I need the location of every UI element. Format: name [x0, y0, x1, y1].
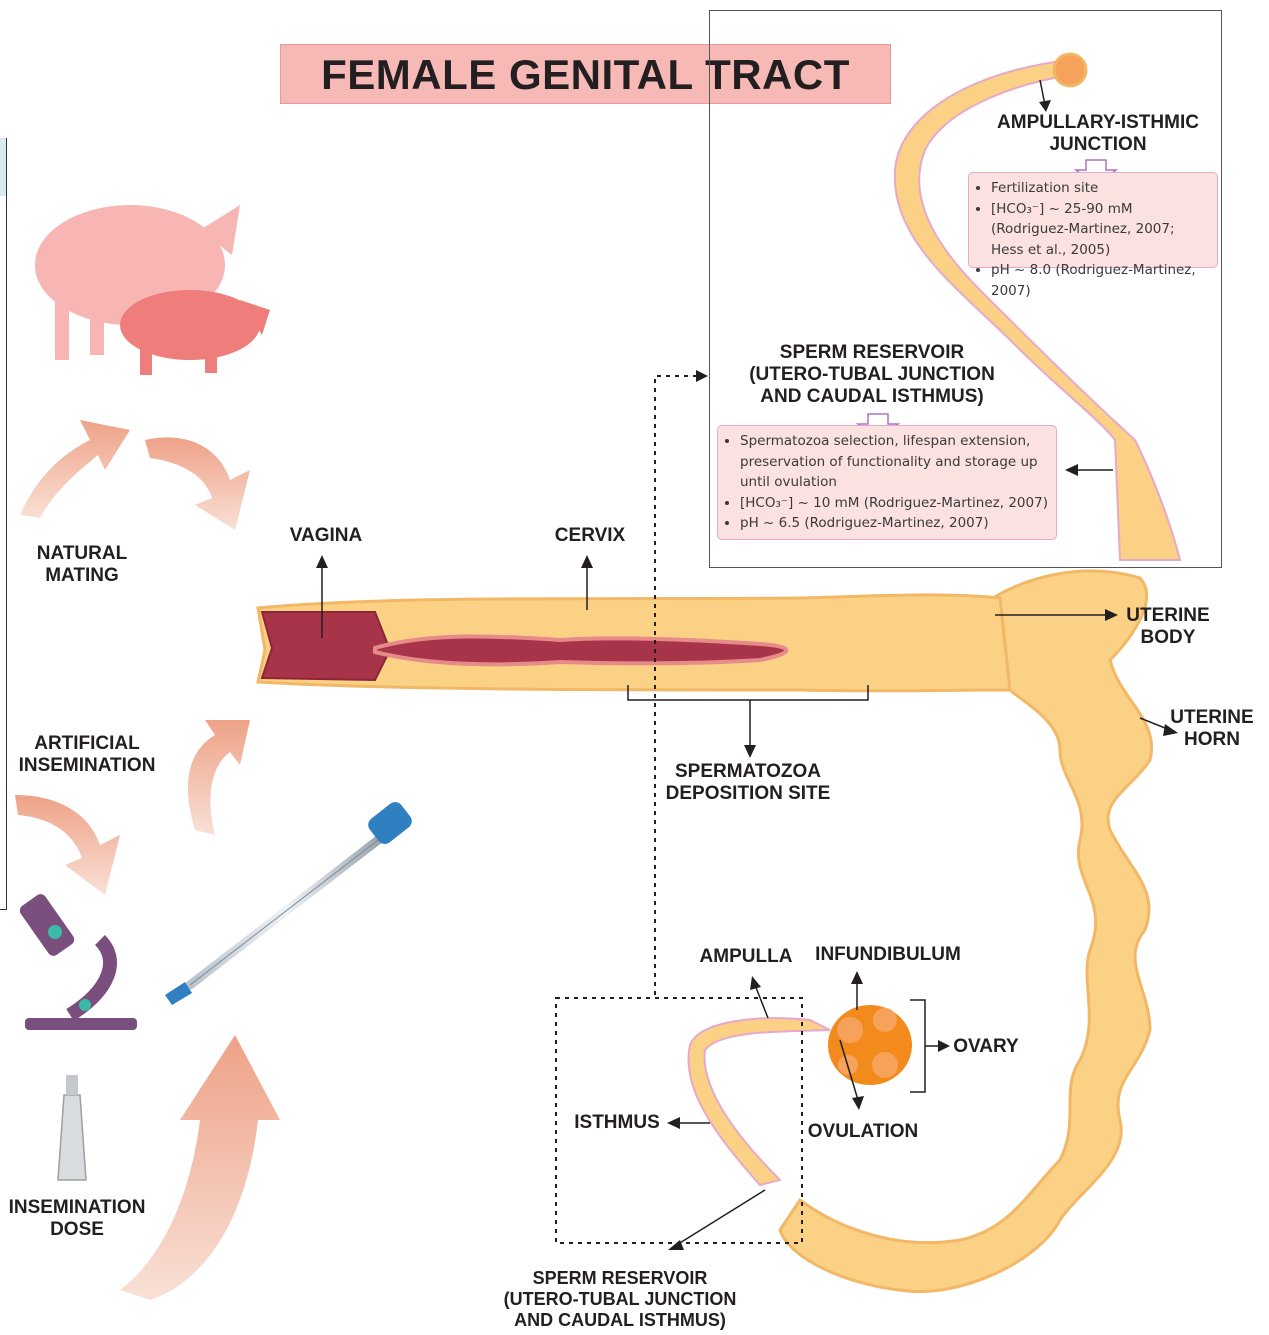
ovary-shape [828, 1005, 912, 1085]
infundibulum-label: INFUNDIBULUM [808, 944, 968, 966]
deposition-line2: DEPOSITION SITE [658, 783, 838, 805]
deposition-site-label: SPERMATOZOA DEPOSITION SITE [658, 761, 838, 805]
aij-info-box: Fertilization site [HCO₃⁻] ~ 25-90 mM (R… [968, 172, 1218, 268]
natural-mating-line2: MATING [22, 565, 142, 587]
microscope-illustration [18, 892, 137, 1030]
uterine-body-line2: BODY [1118, 627, 1218, 649]
bottom-reservoir-line1: SPERM RESERVOIR [480, 1268, 760, 1289]
aij-bullet: [HCO₃⁻] ~ 25-90 mM (Rodriguez-Martinez, … [991, 199, 1209, 261]
reservoir-title-line2: (UTERO-TUBAL JUNCTION [722, 364, 1022, 386]
ai-line1: ARTIFICIAL [12, 733, 162, 755]
natural-mating-label: NATURAL MATING [22, 543, 142, 587]
left-panel-border [0, 138, 7, 910]
ovary-label: OVARY [950, 1036, 1022, 1058]
dose-line2: DOSE [2, 1219, 152, 1241]
mating-pigs-illustration [35, 205, 270, 375]
reservoir-title-line3: AND CAUDAL ISTHMUS) [722, 386, 1022, 408]
ai-line2: INSEMINATION [12, 755, 162, 777]
bottom-reservoir-label: SPERM RESERVOIR (UTERO-TUBAL JUNCTION AN… [480, 1268, 760, 1331]
lower-oviduct-shape [688, 1018, 830, 1185]
inset-reservoir-title: SPERM RESERVOIR (UTERO-TUBAL JUNCTION AN… [722, 342, 1022, 408]
cervix-vagina-shape [258, 595, 1010, 691]
vagina-label: VAGINA [276, 525, 376, 547]
deposition-line1: SPERMATOZOA [658, 761, 838, 783]
bottom-reservoir-line2: (UTERO-TUBAL JUNCTION [480, 1289, 760, 1310]
cervix-label: CERVIX [540, 525, 640, 547]
left-panel-header [0, 138, 6, 196]
reservoir-bullet: Spermatozoa selection, lifespan extensio… [740, 431, 1048, 493]
uterine-body-label: UTERINE BODY [1118, 605, 1218, 649]
uterine-horn-line2: HORN [1162, 729, 1262, 751]
natural-mating-line1: NATURAL [22, 543, 142, 565]
uterine-body-line1: UTERINE [1118, 605, 1218, 627]
uterine-horn-label: UTERINE HORN [1162, 707, 1262, 751]
insemination-dose-label: INSEMINATION DOSE [2, 1197, 152, 1241]
ovulation-label: OVULATION [803, 1121, 923, 1143]
reservoir-info-box: Spermatozoa selection, lifespan extensio… [717, 425, 1057, 540]
reservoir-title-line1: SPERM RESERVOIR [722, 342, 1022, 364]
aij-title: AMPULLARY-ISTHMIC JUNCTION [978, 112, 1218, 156]
aij-bullet: Fertilization site [991, 178, 1209, 199]
dose-line1: INSEMINATION [2, 1197, 152, 1219]
bottom-reservoir-line3: AND CAUDAL ISTHMUS) [480, 1310, 760, 1331]
uterine-horn-line1: UTERINE [1162, 707, 1262, 729]
ampulla-label: AMPULLA [696, 946, 796, 968]
reservoir-bullet: [HCO₃⁻] ~ 10 mM (Rodriguez-Martinez, 200… [740, 493, 1048, 514]
isthmus-label: ISTHMUS [568, 1112, 666, 1134]
reservoir-bullet: pH ~ 6.5 (Rodriguez-Martinez, 2007) [740, 513, 1048, 534]
insemination-dose-illustration [58, 1075, 86, 1180]
aij-title-line1: AMPULLARY-ISTHMIC [978, 112, 1218, 134]
aij-bullet: pH ~ 8.0 (Rodriguez-Martinez, 2007) [991, 260, 1209, 301]
artificial-insemination-label: ARTIFICIAL INSEMINATION [12, 733, 162, 777]
aij-title-line2: JUNCTION [978, 134, 1218, 156]
